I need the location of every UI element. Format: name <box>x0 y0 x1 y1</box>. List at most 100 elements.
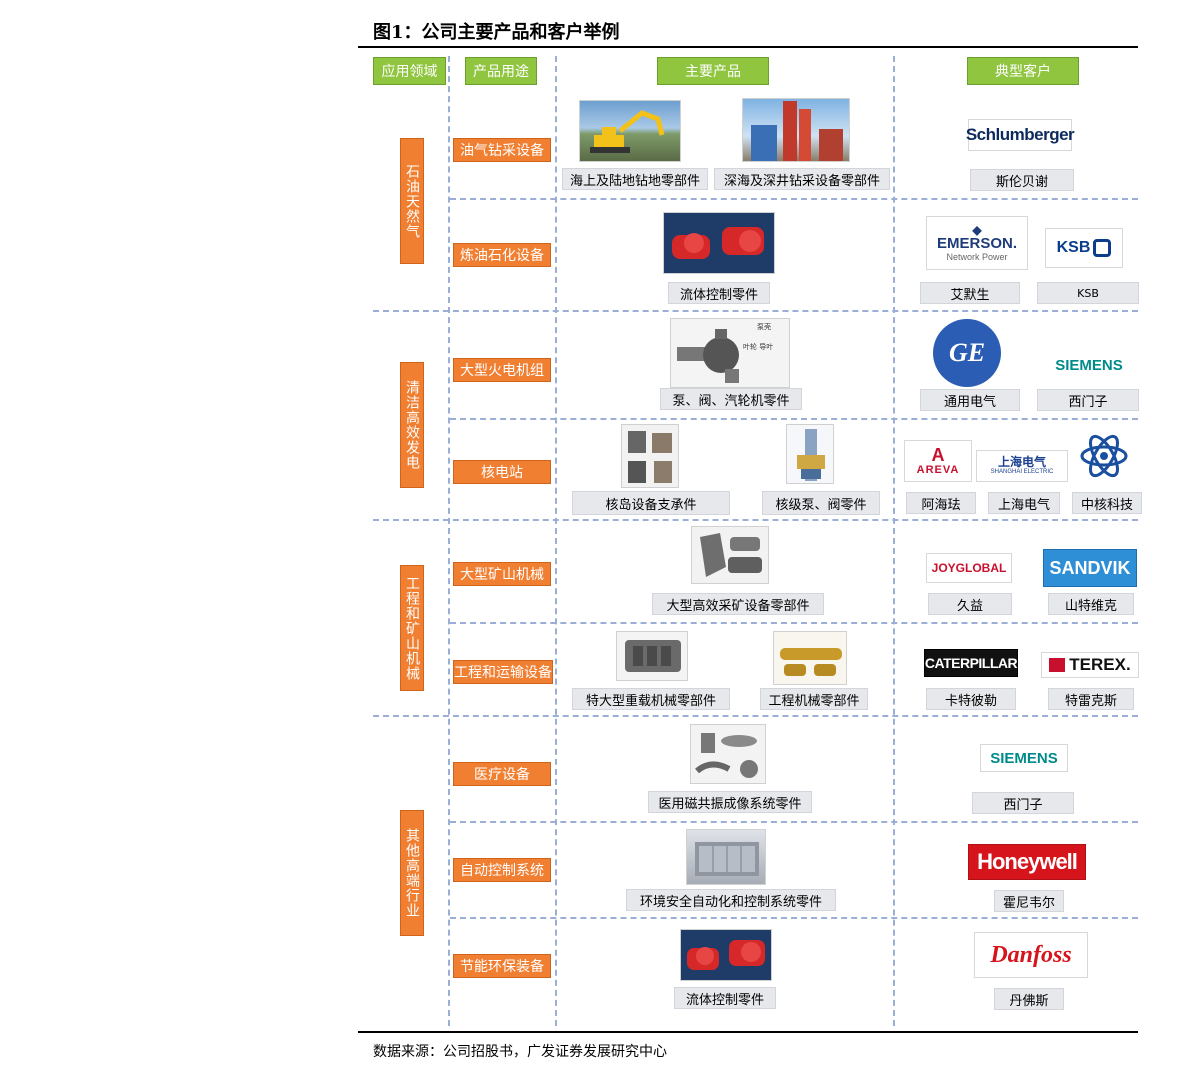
mining-parts-image <box>691 526 769 584</box>
use-transport: 工程和运输设备 <box>453 660 553 684</box>
engineering-parts-image <box>773 631 847 685</box>
pump-diagram-image: 泵壳 叶轮 导叶 <box>670 318 790 388</box>
customer-caption: 丹佛斯 <box>994 988 1064 1010</box>
areva-logo: A AREVA <box>904 440 972 482</box>
product-caption: 环境安全自动化和控制系统零件 <box>626 889 836 911</box>
source-note: 数据来源：公司招股书，广发证券发展研究中心 <box>373 1044 667 1060</box>
pump-callout: 叶轮 导叶 <box>743 342 773 351</box>
heavy-parts-image <box>616 631 688 681</box>
use-energy-saving: 节能环保装备 <box>453 954 551 978</box>
divider-v1 <box>448 56 450 1026</box>
danfoss-logo: Danfoss <box>974 932 1088 978</box>
joyglobal-logo: JOYGLOBAL <box>926 553 1012 583</box>
header-customer: 典型客户 <box>967 57 1079 85</box>
customer-caption: 上海电气 <box>988 492 1060 514</box>
use-automation: 自动控制系统 <box>453 858 551 882</box>
product-caption: 工程机械零部件 <box>760 688 868 710</box>
ksb-logo: KSB <box>1045 228 1123 268</box>
shanghai-electric-subtitle: SHANGHAI ELECTRIC <box>990 469 1054 475</box>
use-nuclear: 核电站 <box>453 460 551 484</box>
control-system-image <box>686 829 766 885</box>
product-caption: 海上及陆地钻地零部件 <box>562 168 708 190</box>
product-caption: 深海及深井钻采设备零部件 <box>714 168 890 190</box>
use-refining: 炼油石化设备 <box>453 243 551 267</box>
terex-mark-icon <box>1049 658 1066 672</box>
row-divider <box>450 622 1138 624</box>
customer-caption: KSB <box>1037 282 1139 304</box>
row-divider <box>450 418 1138 420</box>
domain-engineering-mining: 工程和矿山机械 <box>400 565 424 691</box>
siemens-logo: SIEMENS <box>1044 350 1134 380</box>
customer-caption: 西门子 <box>1037 389 1139 411</box>
atom-icon <box>1080 434 1128 478</box>
pump-image <box>680 929 772 981</box>
product-caption: 核级泵、阀零件 <box>762 491 880 515</box>
pump-icon <box>672 227 764 259</box>
group-divider <box>373 519 1138 521</box>
row-divider <box>450 198 1138 200</box>
honeywell-logo: Honeywell <box>968 844 1086 880</box>
customer-caption: 中核科技 <box>1072 492 1142 514</box>
use-medical: 医疗设备 <box>453 762 551 786</box>
ge-logo: GE <box>930 318 1004 388</box>
figure-title: 图1：公司主要产品和客户举例 <box>373 22 620 43</box>
customer-caption: 通用电气 <box>920 389 1020 411</box>
engineering-parts-icon <box>780 648 842 676</box>
drilling-rig-icon <box>751 101 843 161</box>
product-caption: 大型高效采矿设备零部件 <box>652 593 824 615</box>
bottom-rule <box>358 1031 1138 1033</box>
row-divider <box>450 821 1138 823</box>
caterpillar-logo: CATERPILLAR <box>924 649 1018 677</box>
emerson-subtitle: Network Power <box>946 252 1008 262</box>
row-divider <box>450 917 1138 919</box>
shanghai-electric-wordmark: 上海电气 <box>997 455 1046 469</box>
customer-caption: 艾默生 <box>920 282 1020 304</box>
group-divider <box>373 310 1138 312</box>
heavy-parts-icon <box>625 640 681 672</box>
medical-parts-icon <box>695 733 758 778</box>
header-product: 主要产品 <box>657 57 769 85</box>
siemens-logo: SIEMENS <box>980 744 1068 772</box>
header-domain: 应用领域 <box>373 57 446 85</box>
domain-oil-gas: 石油天然气 <box>400 138 424 264</box>
use-mining: 大型矿山机械 <box>453 562 551 586</box>
use-oil-drilling: 油气钻采设备 <box>453 138 551 162</box>
domain-other-high-end: 其他高端行业 <box>400 810 424 936</box>
nuclear-pump-image <box>786 424 834 484</box>
cnnc-tech-logo <box>1076 426 1132 486</box>
customer-caption: 斯伦贝谢 <box>970 169 1074 191</box>
pump-callout: 泵壳 <box>757 322 771 331</box>
pump-icon <box>687 940 765 970</box>
sandvik-logo: SANDVIK <box>1043 549 1137 587</box>
product-caption: 医用磁共振成像系统零件 <box>648 791 812 813</box>
customer-caption: 阿海珐 <box>906 492 976 514</box>
emerson-wordmark: EMERSON. <box>936 235 1017 252</box>
customer-caption: 西门子 <box>972 792 1074 814</box>
pump-image <box>663 212 775 274</box>
customer-caption: 山特维克 <box>1048 593 1134 615</box>
ksb-mark-icon <box>1093 239 1112 257</box>
mining-parts-icon <box>700 533 762 577</box>
group-divider <box>373 715 1138 717</box>
customer-caption: 霍尼韦尔 <box>994 890 1064 912</box>
excavator-image <box>579 100 681 162</box>
medical-parts-image <box>690 724 766 784</box>
terex-wordmark: TEREX. <box>1069 655 1131 674</box>
nuclear-pump-icon <box>797 429 825 481</box>
drilling-rig-image <box>742 98 850 162</box>
customer-caption: 卡特彼勒 <box>926 688 1016 710</box>
top-rule <box>358 46 1138 48</box>
product-caption: 特大型重载机械零部件 <box>572 688 730 710</box>
areva-mark-icon: A <box>931 445 945 465</box>
control-system-icon <box>695 842 759 876</box>
areva-wordmark: AREVA <box>916 464 960 476</box>
pump-diagram-icon: 泵壳 叶轮 导叶 <box>677 322 773 383</box>
product-caption: 流体控制零件 <box>668 282 770 304</box>
use-thermal-power: 大型火电机组 <box>453 358 551 382</box>
domain-clean-power: 清洁高效发电 <box>400 362 424 488</box>
ksb-wordmark: KSB <box>1056 239 1091 256</box>
header-use: 产品用途 <box>465 57 537 85</box>
terex-logo: TEREX. <box>1041 652 1139 678</box>
product-caption: 泵、阀、汽轮机零件 <box>660 388 802 410</box>
nuclear-support-image <box>621 424 679 488</box>
